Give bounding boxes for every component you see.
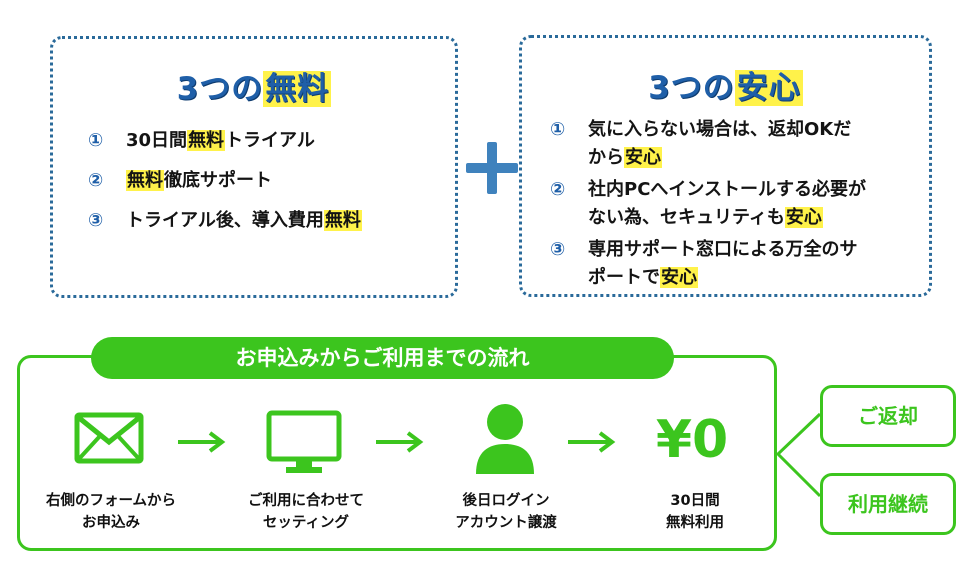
arrow-right-icon	[376, 431, 424, 453]
yen-icon: ¥0	[655, 410, 729, 470]
flow-banner: お申込みからご利用までの流れ	[91, 337, 674, 379]
mail-icon	[74, 412, 144, 464]
step-setup-label: ご利用に合わせてセッティング	[248, 493, 364, 531]
title-highlight: 無料	[263, 71, 332, 107]
title-highlight: 安心	[734, 70, 803, 106]
assurance-card-title: 3つの安心	[648, 70, 803, 106]
continue-use-button[interactable]: 利用継続	[820, 473, 956, 535]
refund-button[interactable]: ご返却	[820, 385, 956, 447]
arrow-right-icon	[568, 431, 616, 453]
branch-connector	[775, 412, 822, 498]
free-card-title: 3つの無料	[176, 71, 332, 107]
step-login-label: 後日ログインアカウント譲渡	[455, 493, 557, 531]
monitor-icon	[266, 410, 342, 473]
step-apply-label: 右側のフォームからお申込み	[45, 493, 177, 531]
step-free-use-label: 30日間無料利用	[666, 493, 724, 531]
person-icon	[476, 404, 534, 474]
plus-icon	[466, 142, 518, 194]
arrow-right-icon	[178, 431, 226, 453]
